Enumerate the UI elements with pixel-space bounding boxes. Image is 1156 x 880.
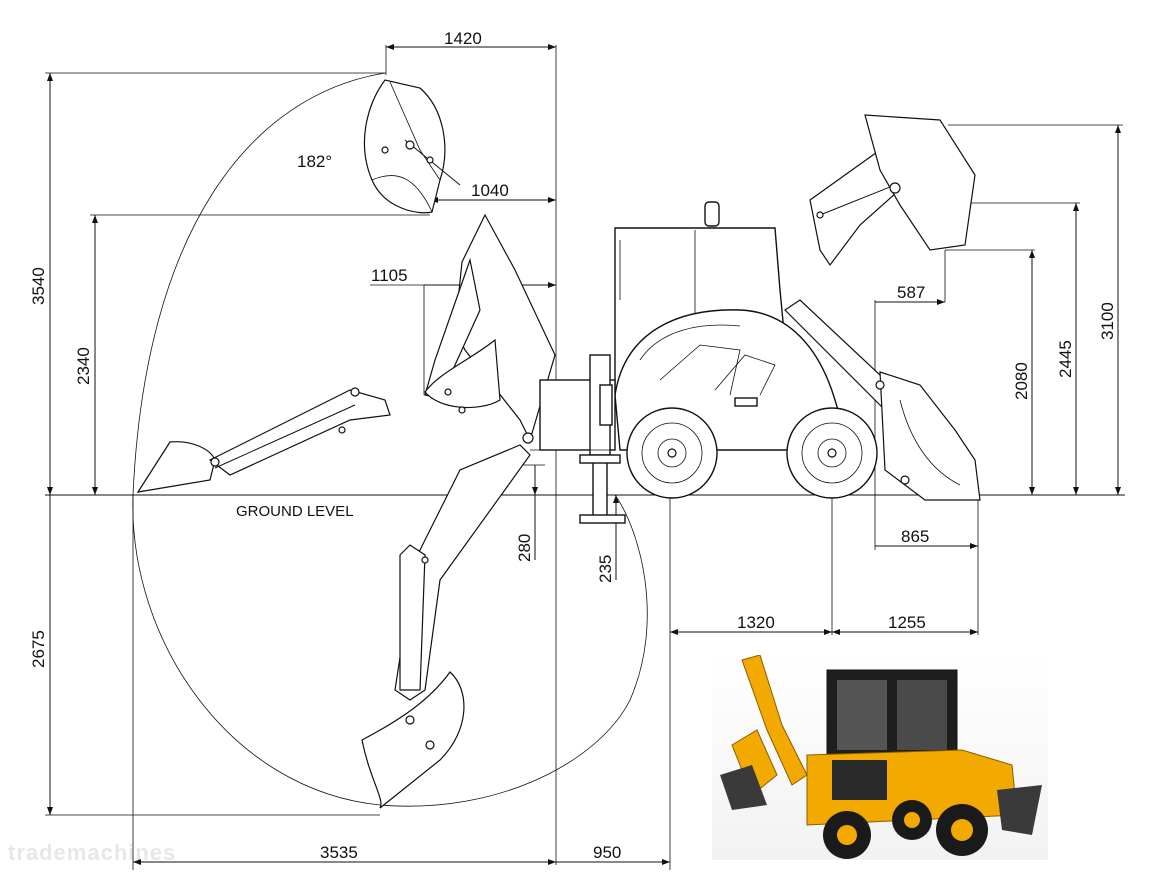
dim-1040: 1040 [471, 181, 509, 200]
dim-865: 865 [901, 527, 929, 546]
dim-2445: 2445 [1056, 340, 1075, 378]
dim-587: 587 [897, 283, 925, 302]
front-loader-lowered [784, 299, 981, 501]
dim-1105: 1105 [371, 266, 408, 285]
backhoe-arm-extended [136, 387, 391, 493]
dim-2080: 2080 [1012, 362, 1031, 400]
dim-950: 950 [593, 843, 621, 862]
front-loader-raised [809, 114, 976, 267]
ground-level-label: GROUND LEVEL [236, 503, 354, 520]
backhoe-arm-digging [361, 444, 531, 809]
backhoe-bucket-raised [363, 79, 461, 214]
angle-182-label: 182° [297, 152, 332, 171]
dim-1255: 1255 [888, 613, 926, 632]
dim-235: 235 [596, 555, 615, 583]
rear-wheel [626, 407, 718, 499]
front-wheel [786, 407, 878, 499]
dim-1320: 1320 [737, 613, 775, 632]
dig-envelope-arc [132, 72, 648, 807]
dim-2340: 2340 [74, 347, 93, 385]
dim-3100: 3100 [1098, 302, 1117, 340]
watermark: trademachines [8, 840, 177, 865]
dim-3535: 3535 [320, 843, 358, 862]
backhoe-boom-raised [424, 213, 556, 444]
dim-1420: 1420 [444, 29, 482, 48]
machine-photo [712, 654, 1048, 860]
dim-2675: 2675 [29, 630, 48, 668]
dim-3540: 3540 [29, 267, 48, 305]
dim-280: 280 [515, 534, 534, 562]
